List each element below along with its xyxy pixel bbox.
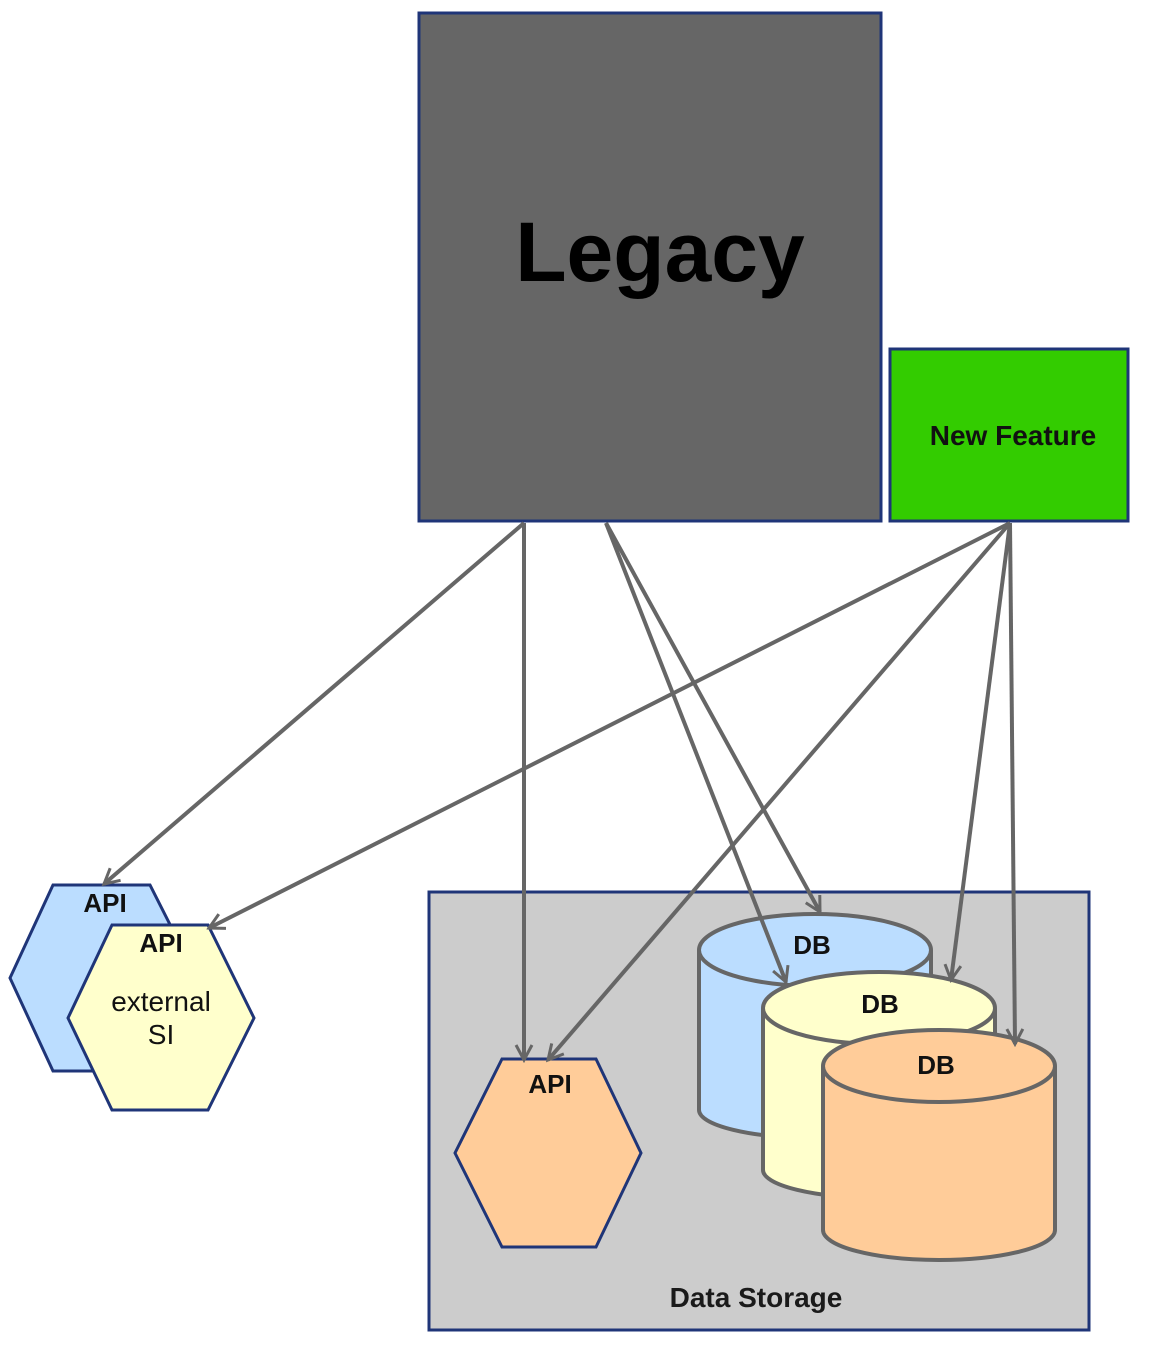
arrow-new-feature-to-storage-api [548, 521, 1012, 1060]
arrow-legacy-to-database-2 [604, 522, 786, 982]
database-3-label: DB [917, 1050, 955, 1080]
database-2-label: DB [861, 989, 899, 1019]
legacy-label: Legacy [515, 205, 805, 299]
database-3-top [821, 1028, 1057, 1104]
storage-api-label: API [528, 1069, 571, 1099]
database-3-body [821, 1066, 1057, 1262]
storage-api-hexagon [453, 1057, 643, 1249]
legacy-block [417, 11, 883, 523]
arrow-legacy-to-database-1 [604, 522, 822, 912]
external-api-description-line2: SI [148, 1019, 174, 1050]
data-storage-label: Data Storage [670, 1282, 843, 1313]
external-api-front-label: API [139, 928, 182, 958]
arrow-new-feature-to-external-api [209, 521, 1011, 928]
arrow-new-feature-to-database-3 [1010, 522, 1015, 1044]
external-api-description-line1: external [111, 986, 211, 1017]
database-1-label: DB [793, 930, 831, 960]
arrow-new-feature-to-database-2 [951, 522, 1012, 980]
database-cylinder-3: DB [821, 1028, 1057, 1262]
arrow-legacy-to-external-api [104, 521, 526, 884]
new-feature-block [888, 347, 1130, 523]
external-api-back-label: API [83, 888, 126, 918]
new-feature-label: New Feature [930, 420, 1097, 451]
